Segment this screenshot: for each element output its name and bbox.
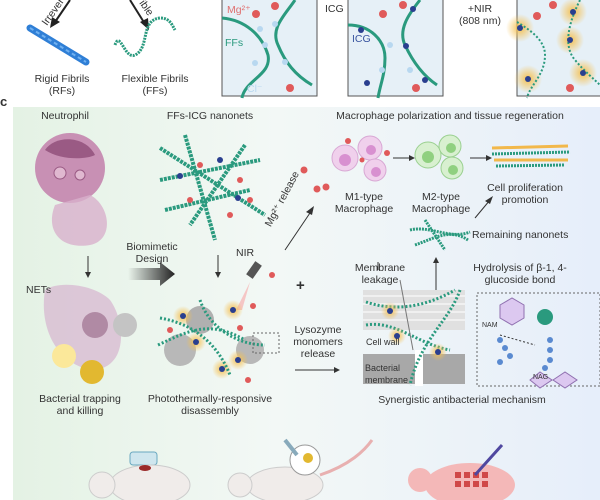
remaining-nanonets-label: Remaining nanonets — [472, 229, 569, 241]
nir-step-label: +NIR(808 nm) — [458, 3, 502, 27]
macrophage-title: Macrophage polarization and tissue regen… — [336, 110, 564, 122]
nir-label: NIR — [236, 247, 255, 259]
icg-step-label: ICG — [325, 3, 344, 15]
synergistic-label: Synergistic antibacterial mechanism — [378, 394, 546, 406]
rigid-fibrils-label: Rigid Fibrils(RFs) — [34, 73, 90, 97]
nag-label: NAG — [533, 374, 549, 381]
cell-wall-label: Cell wall — [366, 337, 400, 347]
nam-label: NAM — [482, 322, 498, 329]
top-illustrations — [26, 0, 600, 99]
flexible-fibrils-label: Flexible Fibrils(FFs) — [121, 73, 189, 97]
mg-label: Mg²⁺ — [227, 4, 251, 16]
flexible-fibril-icon — [113, 16, 177, 57]
hydrolysis-label: Hydrolysis of β-1, 4-glucoside bond — [473, 262, 567, 286]
neutrophil-label: Neutrophil — [41, 110, 89, 122]
plus-sign: + — [296, 277, 305, 294]
rigid-fibril-icon — [26, 24, 90, 66]
nanonets-label: FFs-ICG nanonets — [166, 110, 254, 122]
panel-label: c — [0, 94, 8, 109]
ffs-label: FFs — [225, 37, 244, 49]
nets-label: NETs — [26, 284, 52, 296]
cl-label: Cl⁻ — [247, 83, 263, 95]
icg-label: ICG — [352, 33, 371, 45]
